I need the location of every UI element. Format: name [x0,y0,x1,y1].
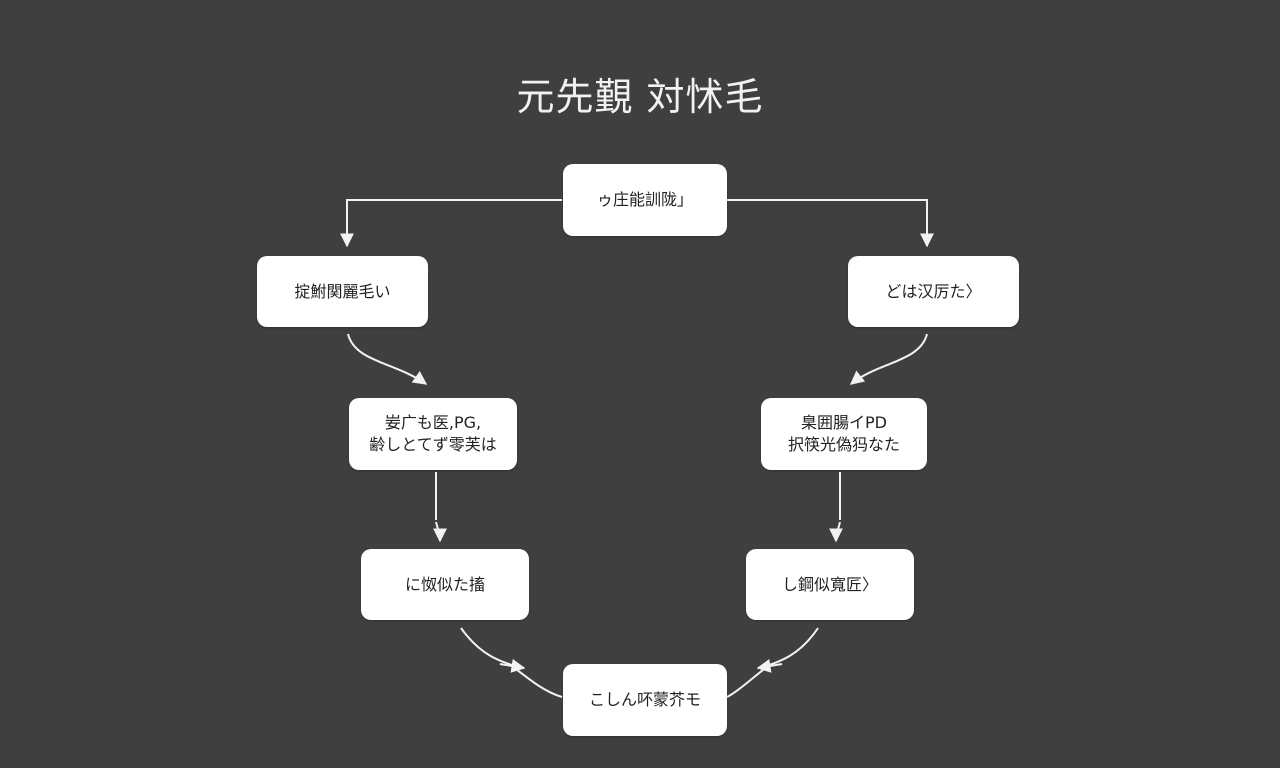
node-right-upper-line-1: どは汉厉た〉 [885,281,982,301]
node-left-middle: 妛广も医,PG, 齢しとてず零芙は [349,398,517,470]
edge-right-lower-to-bottom-arrowhead [756,659,783,673]
edge-right-middle-to-right-lower [836,472,840,541]
edge-left-upper-to-left-middle [347,333,428,385]
node-right-lower-line-1: し鋼似寬匠〉 [781,574,878,594]
node-left-lower: に怓似た搐 [361,549,529,620]
node-bottom: こしん吥蒙芥モ [563,664,727,736]
node-right-upper: どは汉厉た〉 [848,256,1019,327]
edge-right-lower-to-bottom [726,627,819,698]
node-left-upper: 掟鮒関麗毛い [257,256,428,327]
edge-top-to-left-upper [340,199,562,248]
node-top-line-1: ゥ庄能訓陇」 [596,190,693,209]
node-right-middle: 臬囲腸イPD 択筷光偽犸なた [761,398,927,470]
node-left-lower-line-1: に怓似た搐 [404,574,485,594]
edge-left-middle-to-left-lower [436,472,440,541]
node-right-middle-line-1: 臬囲腸イPD [801,413,887,432]
node-left-middle-line-2: 齢しとてず零芙は [369,435,497,454]
node-left-middle-line-1: 妛广も医,PG, [384,413,482,432]
node-left-upper-line-1: 掟鮒関麗毛い [294,281,391,301]
edge-left-lower-to-bottom [460,627,563,698]
edge-left-lower-to-bottom-arrowhead [499,659,526,673]
node-bottom-line-1: こしん吥蒙芥モ [588,690,701,709]
diagram-title: 元先覲 対怵毛 [516,75,764,119]
node-right-middle-line-2: 択筷光偽犸なた [787,435,900,454]
edge-right-upper-to-right-middle [849,333,928,385]
node-right-lower: し鋼似寬匠〉 [746,549,914,620]
edge-top-to-right-upper [727,199,934,248]
node-top: ゥ庄能訓陇」 [563,164,727,236]
